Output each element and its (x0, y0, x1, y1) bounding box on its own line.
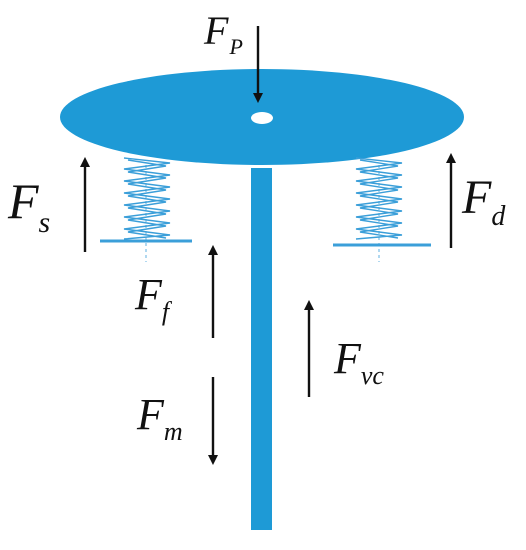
shaft (251, 168, 272, 530)
right-spring (333, 157, 431, 262)
label-fd: Fd (461, 171, 506, 232)
label-fp: FP (203, 8, 243, 59)
label-fvc: Fvc (333, 334, 384, 390)
label-fs: Fs (7, 173, 50, 239)
label-fm: Fm (136, 390, 183, 446)
label-ff: Ff (134, 270, 173, 326)
left-spring (100, 157, 192, 262)
disc-center-hole (251, 112, 273, 124)
